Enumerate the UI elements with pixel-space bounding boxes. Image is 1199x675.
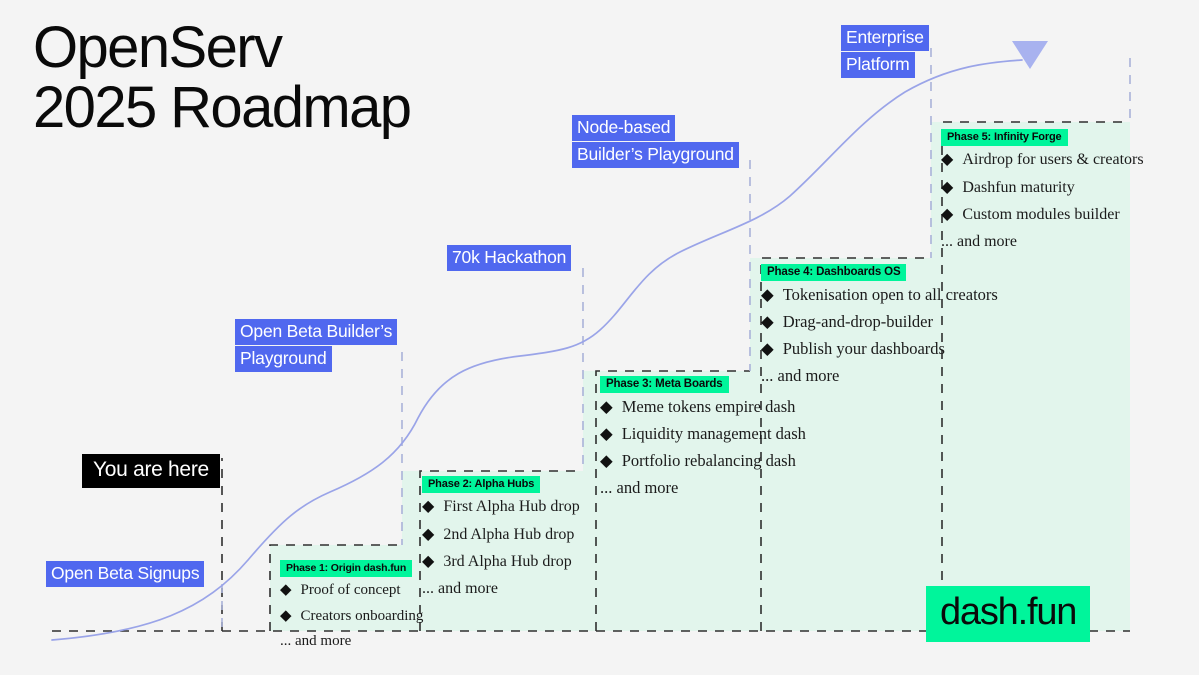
milestone-line: 70k Hackathon xyxy=(447,245,572,271)
diamond-bullet-icon: ◆ xyxy=(280,606,292,624)
list-item-label: Portfolio rebalancing dash xyxy=(621,451,796,470)
phase-5-block: Phase 5: Infinity Forge ◆ Airdrop for user… xyxy=(941,127,1144,255)
phase-3-item-list: ◆ Meme tokens empire dash ◆ Liquidity manag… xyxy=(600,393,806,474)
milestone-line: Enterprise xyxy=(841,25,929,51)
phase-4-item-list: ◆ Tokenisation open to all creators ◆ Drag-… xyxy=(761,281,998,362)
phase-1-item-list: ◆ Proof of concept ◆ Creators onboarding xyxy=(280,577,423,629)
phase-2-block: Phase 2: Alpha Hubs ◆ First Alpha Hub drop… xyxy=(422,474,580,602)
list-item-label: Proof of concept xyxy=(300,582,401,598)
diamond-bullet-icon: ◆ xyxy=(280,580,292,598)
phase-5-item-list: ◆ Airdrop for users & creators ◆ Dashfun ma… xyxy=(941,146,1144,229)
diamond-bullet-icon: ◆ xyxy=(422,551,435,570)
diamond-bullet-icon: ◆ xyxy=(600,397,613,416)
phase-5-more-label: ... and more xyxy=(941,232,1017,250)
list-item-label: 3rd Alpha Hub drop xyxy=(443,553,572,570)
milestone-line: Open Beta Builder’s xyxy=(235,319,398,345)
list-item: ◆ Dashfun maturity xyxy=(941,174,1144,202)
milestone-70k-hackathon: 70k Hackathon xyxy=(447,245,572,272)
milestone-open-beta-signups: Open Beta Signups xyxy=(46,561,205,588)
phase-4-more-label: ... and more xyxy=(761,366,840,385)
phase-1-block: Phase 1: Origin dash.fun ◆ Proof of concep… xyxy=(280,558,423,654)
list-item-label: Custom modules builder xyxy=(962,206,1120,223)
diamond-bullet-icon: ◆ xyxy=(941,176,954,196)
you-are-here-badge: You are here xyxy=(82,454,220,488)
curve-arrowhead xyxy=(1012,41,1048,69)
milestone-line: Platform xyxy=(841,52,915,78)
list-item: ◆ Drag-and-drop-builder xyxy=(761,308,998,335)
list-item-label: First Alpha Hub drop xyxy=(443,498,580,515)
list-item: ◆ 3rd Alpha Hub drop xyxy=(422,548,580,576)
phase-3-more-label: ... and more xyxy=(600,478,679,497)
list-item: ◆ Publish your dashboards xyxy=(761,335,998,362)
milestone-line: Builder’s Playground xyxy=(572,142,739,168)
diamond-bullet-icon: ◆ xyxy=(941,204,954,223)
diamond-bullet-icon: ◆ xyxy=(941,149,954,168)
dashed-connectors-light xyxy=(221,48,1131,631)
diamond-bullet-icon: ◆ xyxy=(422,523,435,543)
phase-3-block: Phase 3: Meta Boards ◆ Meme tokens empire … xyxy=(600,374,806,501)
list-item: ◆ Liquidity management dash xyxy=(600,420,806,447)
list-item: ◆ Portfolio rebalancing dash xyxy=(600,447,806,474)
list-item: ◆ Custom modules builder xyxy=(941,201,1144,229)
phase-2-tag: Phase 2: Alpha Hubs xyxy=(422,476,541,493)
diamond-bullet-icon: ◆ xyxy=(761,285,774,304)
list-item-label: 2nd Alpha Hub drop xyxy=(443,525,575,543)
milestone-line: Open Beta Signups xyxy=(46,561,205,587)
list-item-label: Drag-and-drop-builder xyxy=(782,312,933,331)
list-item: ◆ Creators onboarding xyxy=(280,603,423,629)
list-item-label: Liquidity management dash xyxy=(621,424,806,443)
list-item-label: Airdrop for users & creators xyxy=(962,151,1144,168)
diamond-bullet-icon: ◆ xyxy=(761,339,774,358)
growth-curve xyxy=(51,59,1023,641)
list-item: ◆ Meme tokens empire dash xyxy=(600,393,806,420)
list-item: ◆ Tokenisation open to all creators xyxy=(761,281,998,308)
diamond-bullet-icon: ◆ xyxy=(422,496,435,515)
list-item-label: Dashfun maturity xyxy=(962,178,1075,196)
list-item: ◆ 2nd Alpha Hub drop xyxy=(422,521,580,549)
phase-2-more-label: ... and more xyxy=(422,579,498,597)
milestone-line: Node-based xyxy=(572,115,676,141)
list-item-label: Publish your dashboards xyxy=(782,339,945,358)
list-item: ◆ Airdrop for users & creators xyxy=(941,146,1144,174)
diamond-bullet-icon: ◆ xyxy=(600,451,613,470)
phase-1-more-label: ... and more xyxy=(280,633,352,649)
phase-4-tag: Phase 4: Dashboards OS xyxy=(761,264,907,281)
list-item-label: Creators onboarding xyxy=(300,608,424,624)
milestone-line: Playground xyxy=(235,346,332,372)
page-title: OpenServ 2025 Roadmap xyxy=(33,15,412,141)
phase-4-block: Phase 4: Dashboards OS ◆ Tokenisation open… xyxy=(761,262,998,389)
list-item-label: Tokenisation open to all creators xyxy=(782,285,998,304)
phase-1-tag: Phase 1: Origin dash.fun xyxy=(280,560,413,577)
phase-3-tag: Phase 3: Meta Boards xyxy=(600,376,729,393)
list-item: ◆ Proof of concept xyxy=(280,577,423,603)
list-item-label: Meme tokens empire dash xyxy=(621,397,796,416)
diamond-bullet-icon: ◆ xyxy=(761,312,774,331)
phase-2-item-list: ◆ First Alpha Hub drop ◆ 2nd Alpha Hub drop… xyxy=(422,493,580,576)
list-item: ◆ First Alpha Hub drop xyxy=(422,493,580,521)
phase-5-tag: Phase 5: Infinity Forge xyxy=(941,129,1068,146)
diamond-bullet-icon: ◆ xyxy=(600,424,613,443)
dashfun-logo: dash.fun xyxy=(926,586,1091,642)
dashed-staircase-dark xyxy=(52,121,1130,632)
